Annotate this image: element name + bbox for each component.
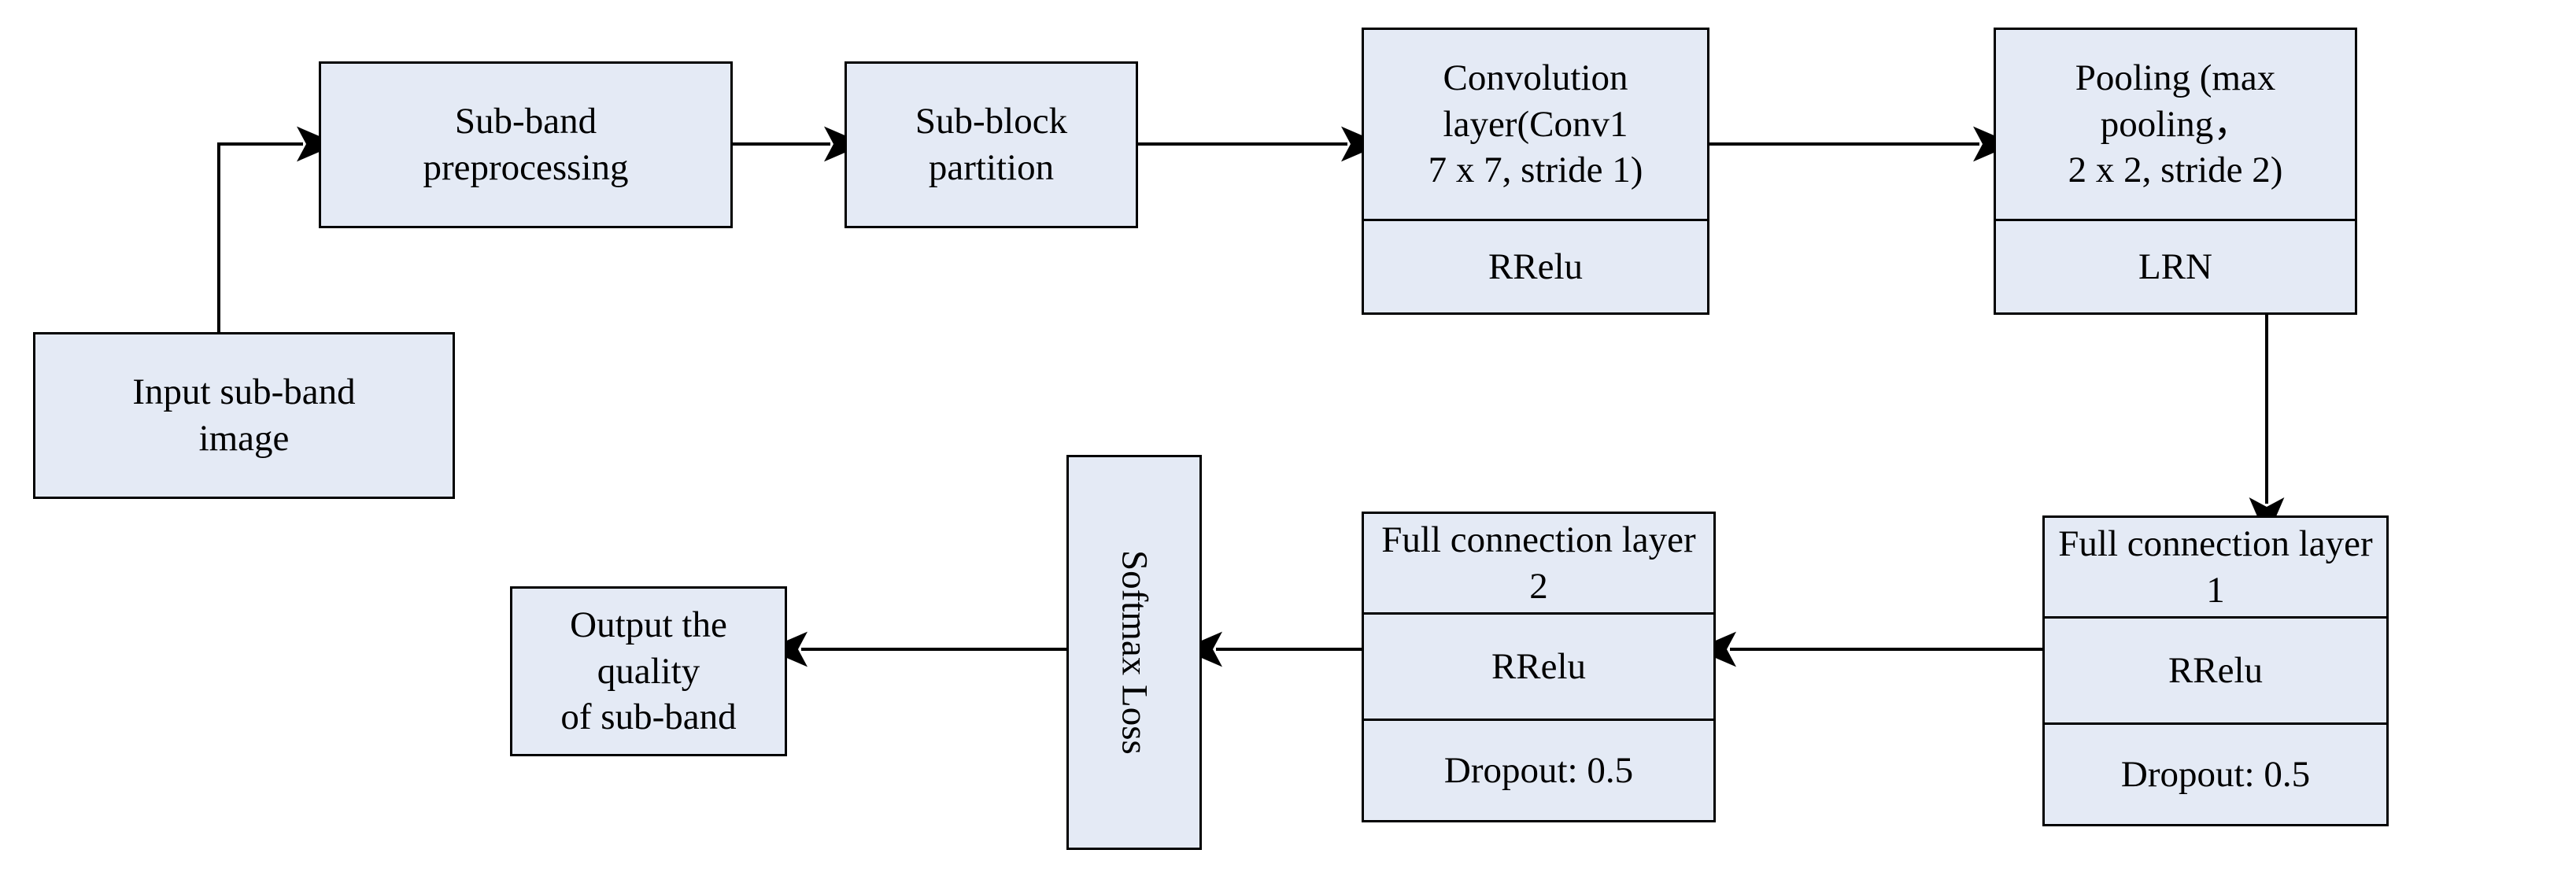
node-convolution-layer-conv1[interactable]: Convolution layer(Conv1 7 x 7, stride 1)… <box>1362 28 1709 315</box>
node-pooling-label: Pooling (max pooling， 2 x 2, stride 2) <box>2068 57 2283 191</box>
node-partition-label: Sub-block partition <box>915 101 1068 188</box>
node-sub-band-preprocessing[interactable]: Sub-band preprocessing <box>319 61 733 228</box>
node-fc2-dropout: Dropout: 0.5 <box>1364 719 1713 820</box>
node-output-label: Output the quality of sub-band <box>560 604 737 738</box>
node-sub-block-partition[interactable]: Sub-block partition <box>844 61 1138 228</box>
node-fc2-activation: RRelu <box>1364 612 1713 719</box>
node-fc1-dropout: Dropout: 0.5 <box>2045 722 2386 824</box>
node-input-sub-band-image[interactable]: Input sub-band image <box>33 332 455 499</box>
node-pooling[interactable]: Pooling (max pooling， 2 x 2, stride 2) L… <box>1994 28 2357 315</box>
node-fc1-activation: RRelu <box>2045 616 2386 722</box>
node-preprocessing-label: Sub-band preprocessing <box>423 101 629 188</box>
edge-input-to-preprocessing <box>217 126 338 332</box>
node-conv1-label: Convolution layer(Conv1 7 x 7, stride 1) <box>1428 57 1643 191</box>
node-pooling-normalization: LRN <box>1996 219 2355 312</box>
node-conv1-activation: RRelu <box>1364 219 1707 312</box>
node-softmax-loss[interactable]: Softmax Loss <box>1066 455 1202 850</box>
node-input-label: Input sub-band image <box>132 371 356 459</box>
node-full-connection-layer-2[interactable]: Full connection layer 2 RRelu Dropout: 0… <box>1362 512 1716 822</box>
node-softmax-label: Softmax Loss <box>1114 550 1155 755</box>
node-full-connection-layer-1[interactable]: Full connection layer 1 RRelu Dropout: 0… <box>2042 515 2389 826</box>
node-fc2-label: Full connection layer 2 <box>1381 519 1696 607</box>
node-fc1-label: Full connection layer 1 <box>2058 523 2373 611</box>
node-output-quality[interactable]: Output the quality of sub-band <box>510 586 787 756</box>
